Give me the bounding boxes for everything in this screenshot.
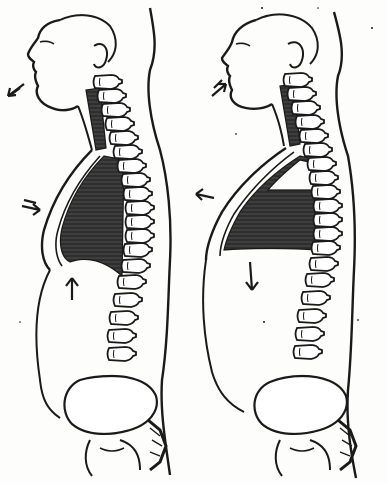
right-hair: [256, 14, 318, 64]
left-breath-arrow: [8, 84, 24, 96]
right-abdomen: [203, 260, 244, 412]
left-abdomen: [36, 270, 60, 418]
left-ear: [94, 44, 107, 68]
left-panel-exhalation: [8, 8, 171, 476]
right-pelvis: [254, 376, 346, 434]
right-breath-arrow: [212, 80, 226, 96]
right-panel-inhalation: [196, 12, 356, 478]
right-diaphragm-arrow: [246, 262, 258, 290]
left-eye: [40, 41, 54, 44]
right-chest-arrow: [196, 189, 214, 200]
right-neck-front: [272, 104, 284, 146]
right-face-profile: [222, 20, 272, 109]
left-diaphragm-arrow: [66, 278, 78, 300]
left-face-profile: [28, 20, 78, 110]
left-pelvis: [64, 376, 156, 434]
right-eye: [236, 43, 250, 46]
right-ear: [288, 42, 303, 67]
left-lung: [60, 156, 124, 276]
left-chest-arrow: [22, 200, 40, 215]
